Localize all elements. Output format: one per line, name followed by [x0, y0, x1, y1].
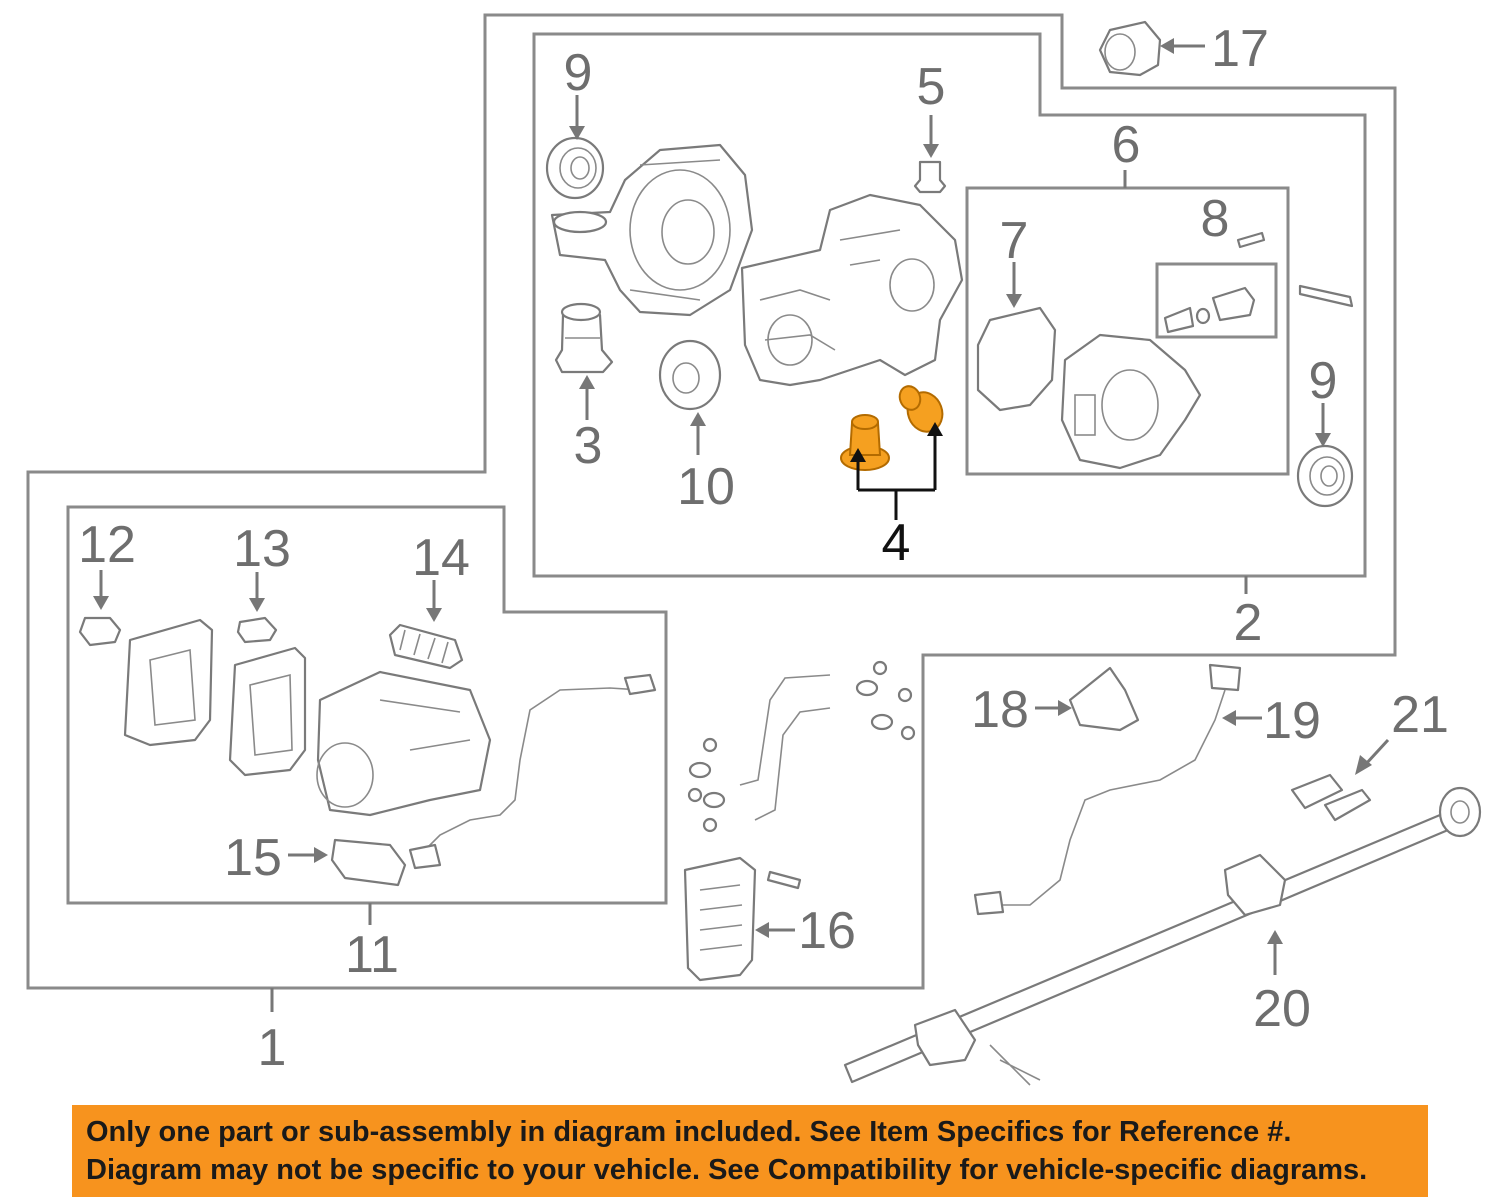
assembly-2-outline	[532, 32, 1367, 578]
assembly-8-outline	[1155, 262, 1278, 339]
callout-8: 8	[1201, 190, 1230, 248]
bushing-part-17	[1098, 20, 1162, 77]
disclaimer-line-1: Only one part or sub-assembly in diagram…	[86, 1116, 1292, 1148]
callout-9-lower: 9	[1309, 352, 1338, 410]
callout-1: 1	[258, 1019, 287, 1077]
callout-3: 3	[574, 417, 603, 475]
bushing-part-3	[554, 302, 614, 374]
sensor-part-15	[330, 838, 442, 887]
callout-21: 21	[1391, 686, 1449, 744]
fluid-lines	[739, 674, 831, 821]
connector-19-end	[973, 890, 1005, 916]
seal-part-9-lower	[1296, 444, 1354, 508]
wiring-harness-11	[424, 687, 641, 851]
callout-12: 12	[78, 516, 136, 574]
callout-9-upper: 9	[564, 44, 593, 102]
carrier-housing	[740, 193, 964, 387]
disclaimer-line-2: Diagram may not be specific to your vehi…	[86, 1154, 1368, 1186]
callout-19: 19	[1263, 692, 1321, 750]
wiring-harness-part-19	[995, 689, 1226, 906]
callout-11: 11	[345, 926, 399, 984]
driveshaft-part-20	[843, 786, 1482, 1086]
callout-16: 16	[798, 902, 856, 960]
mount-part-4-left	[840, 414, 890, 471]
plug-part-13	[236, 616, 278, 644]
seal-part-9-upper	[545, 136, 605, 200]
mount-part-4-right	[898, 385, 944, 433]
bolt-long	[1298, 284, 1354, 308]
callout-20: 20	[1253, 980, 1311, 1038]
differential-cover	[550, 143, 754, 317]
seal-part-10	[658, 339, 722, 411]
plug-part-12	[78, 616, 122, 647]
sensor-part-8	[1163, 231, 1266, 334]
transfer-case-gasket	[228, 646, 307, 777]
gasket-part-7	[976, 306, 1057, 412]
connector-11	[623, 673, 657, 696]
disclaimer-banner: Only one part or sub-assembly in diagram…	[72, 1105, 1428, 1197]
assembly-1-outline	[26, 13, 1397, 990]
transfer-case-unit	[316, 670, 492, 817]
assembly-6-outline	[965, 186, 1290, 476]
connector-19	[1208, 663, 1242, 692]
bracket-part-21	[1290, 773, 1372, 822]
filter-part-14	[388, 623, 464, 670]
callout-2: 2	[1234, 594, 1263, 652]
heat-shield-part-18	[1068, 666, 1140, 732]
fittings	[687, 660, 916, 833]
callout-5: 5	[917, 58, 946, 116]
callout-13: 13	[233, 520, 291, 578]
callout-14: 14	[412, 529, 470, 587]
callout-4: 4	[882, 514, 911, 572]
plug-part-5	[913, 160, 947, 194]
callout-18: 18	[971, 681, 1029, 739]
parts-diagram: 9 5 17 6 7 8 9 3 10 4 2 12 13 14 15 11 1…	[26, 13, 1482, 1086]
transfer-case-cover	[123, 618, 214, 747]
callout-10: 10	[677, 458, 735, 516]
assembly-11-outline	[66, 505, 668, 905]
callout-15: 15	[224, 829, 282, 887]
callout-7: 7	[1000, 212, 1029, 270]
control-module-part-16	[683, 856, 802, 982]
housing-cover-part-6	[1060, 333, 1202, 470]
callout-17: 17	[1211, 20, 1269, 78]
callout-6: 6	[1112, 116, 1141, 174]
